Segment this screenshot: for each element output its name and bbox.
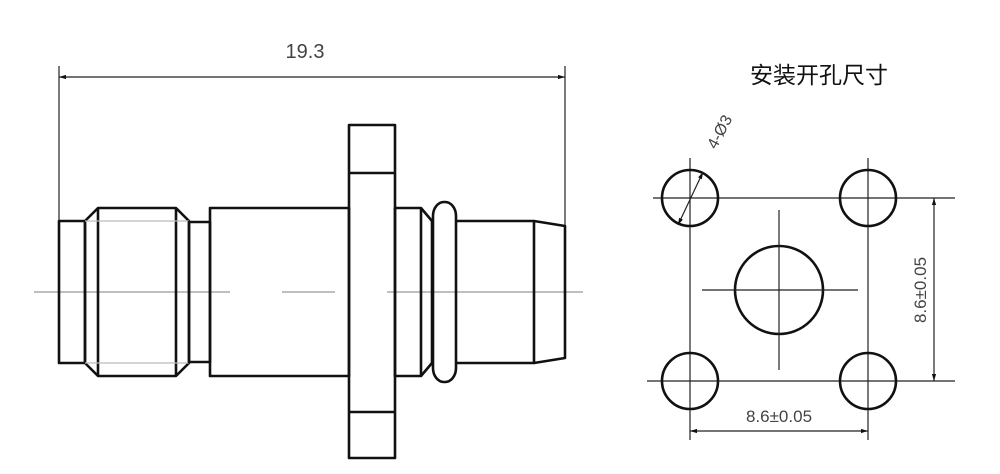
hole-diameter-dimension: [677, 171, 704, 226]
mounting-hole-view: 安装开孔尺寸 4-Ø3 8.6±0.05 8.6±0.05: [647, 63, 955, 440]
mounting-hole-top-left: [660, 168, 720, 228]
mounting-hole-bottom-left: [660, 351, 720, 411]
hole-diameter-label: 4-Ø3: [705, 112, 737, 151]
horizontal-spacing-label: 8.6±0.05: [746, 407, 812, 426]
length-dimension-label: 19.3: [286, 41, 325, 63]
mounting-hole-bottom-right: [838, 351, 898, 411]
mounting-hole-top-right: [838, 168, 898, 228]
right-pin-shaft: [456, 219, 567, 365]
o-ring: [431, 200, 458, 384]
vertical-spacing-label: 8.6±0.05: [911, 257, 930, 323]
side-view: 19.3: [34, 41, 583, 460]
mounting-view-title: 安装开孔尺寸: [750, 63, 888, 89]
